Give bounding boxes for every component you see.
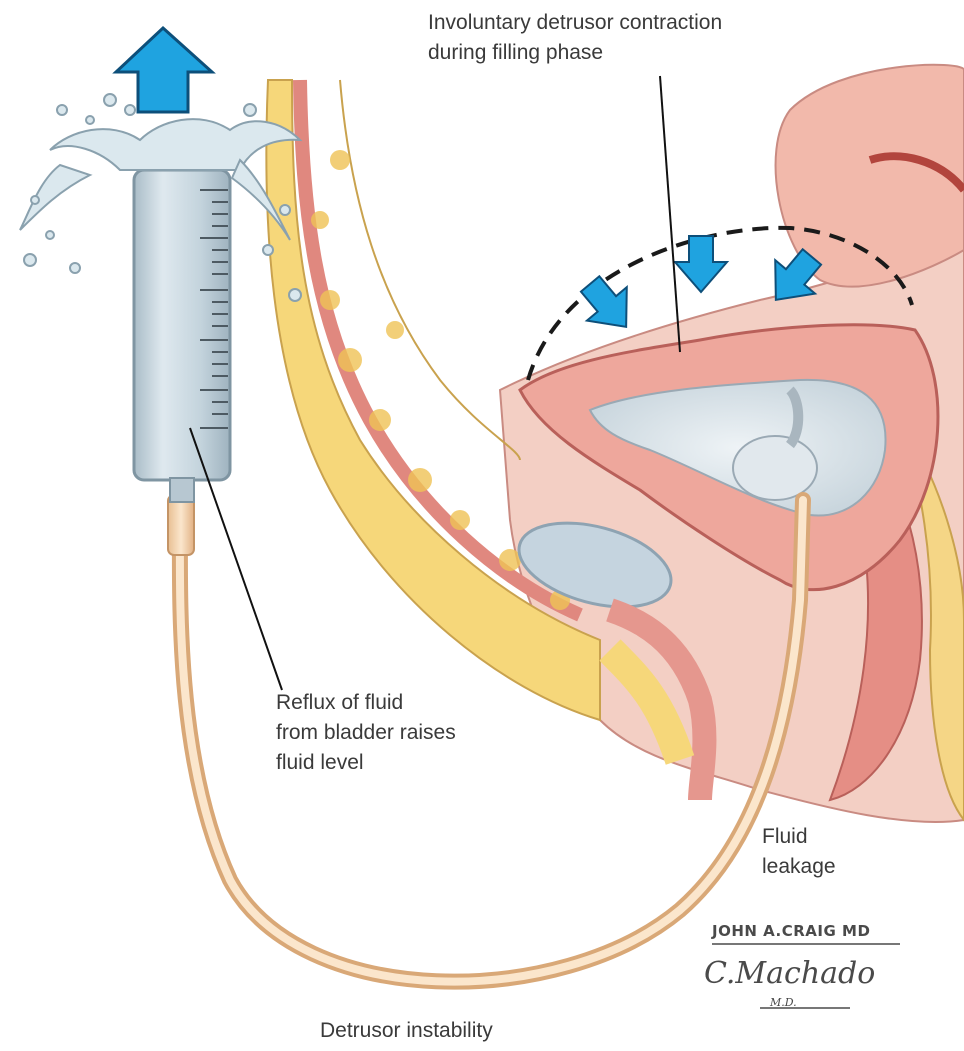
label-line: fluid level [276,748,456,778]
label-fluid-leakage: Fluid leakage [762,822,836,882]
artist-signature-md: M.D. [770,996,797,1009]
label-line: leakage [762,852,836,882]
signature-suffix: MD [842,922,870,940]
label-line: Fluid [762,822,836,852]
reflux-leader-line [190,428,282,690]
label-reflux-of-fluid: Reflux of fluid from bladder raises flui… [276,688,456,778]
label-line: during filling phase [428,38,722,68]
contraction-leader-line [660,76,680,352]
catheter-connector [168,495,194,555]
label-line: Involuntary detrusor contraction [428,8,722,38]
syringe [134,170,230,502]
artist-signature-craig: JOHN A.CRAIG MD [712,922,870,940]
signature-text: JOHN A.CRAIG [712,922,836,940]
label-line: Reflux of fluid [276,688,456,718]
artist-signature-machado: C.Machado [704,956,875,991]
up-arrow-icon [116,28,212,112]
figure-title: Detrusor instability [320,1016,493,1046]
label-line: from bladder raises [276,718,456,748]
label-involuntary-contraction: Involuntary detrusor contraction during … [428,8,722,68]
